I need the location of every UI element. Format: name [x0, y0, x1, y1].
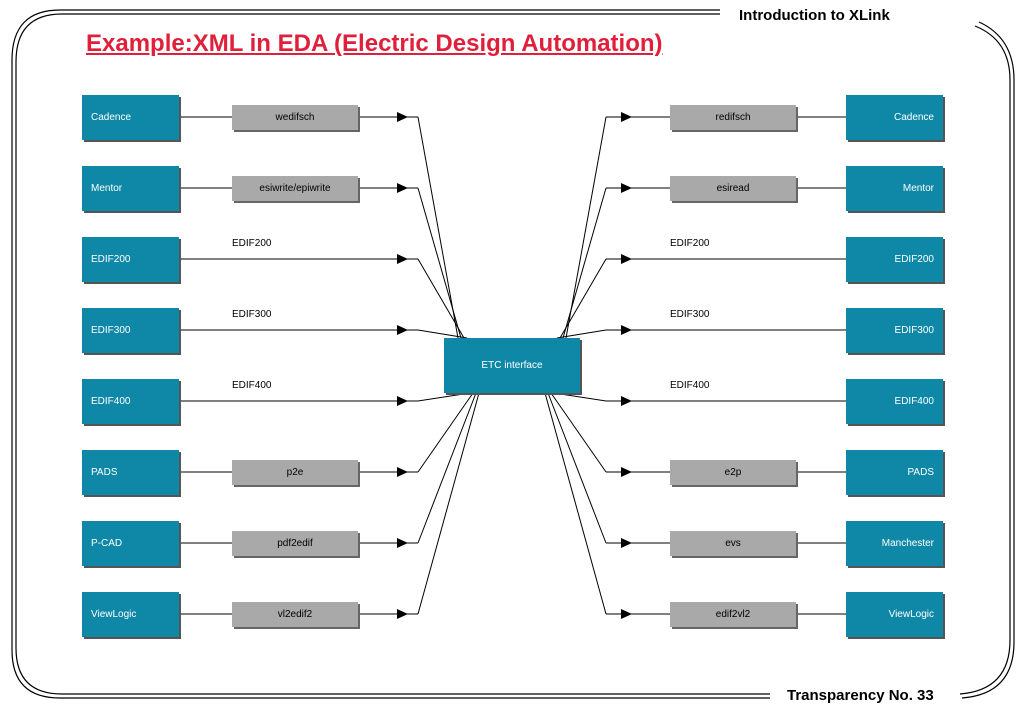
output-tool-pads: PADS	[846, 450, 943, 495]
input-converter-vl2edif2: vl2edif2	[232, 602, 358, 627]
input-converter-p2e: p2e	[232, 460, 358, 485]
output-arrowhead	[621, 396, 632, 406]
output-tool-mentor: Mentor	[846, 166, 943, 211]
input-edge-label-edif200: EDIF200	[232, 238, 272, 249]
input-arrowhead	[397, 396, 408, 406]
input-edge-label-edif400: EDIF400	[232, 380, 272, 391]
output-converter-redifsch: redifsch	[670, 105, 796, 130]
input-fan-line	[417, 392, 474, 473]
input-arrowhead	[397, 467, 408, 477]
output-fan-line	[547, 392, 607, 544]
output-tool-viewlogic: ViewLogic	[846, 592, 943, 637]
output-converter-esiread: esiread	[670, 176, 796, 201]
input-arrowhead	[397, 538, 408, 548]
input-tool-edif400: EDIF400	[82, 379, 179, 424]
output-fan-line	[550, 392, 607, 473]
input-arrowhead	[397, 254, 408, 264]
input-fan-line	[417, 392, 471, 402]
input-converter-esiwrite: esiwrite/epiwrite	[232, 176, 358, 201]
output-fan-line	[565, 116, 607, 339]
input-fan-line	[417, 116, 459, 339]
output-arrowhead	[621, 183, 632, 193]
input-fan-line	[417, 258, 465, 339]
input-tool-pads: PADS	[82, 450, 179, 495]
output-converter-e2p: e2p	[670, 460, 796, 485]
output-edge-label-edif300: EDIF300	[670, 309, 710, 320]
output-arrowhead	[621, 609, 632, 619]
output-fan-line	[556, 329, 607, 339]
output-arrowhead	[621, 467, 632, 477]
input-converter-pdf2edif: pdf2edif	[232, 531, 358, 556]
output-arrowhead	[621, 538, 632, 548]
input-arrowhead	[397, 183, 408, 193]
output-arrowhead	[621, 254, 632, 264]
input-tool-mentor: Mentor	[82, 166, 179, 211]
input-tool-pcad: P-CAD	[82, 521, 179, 566]
output-fan-line	[553, 392, 607, 402]
output-arrowhead	[621, 325, 632, 335]
input-fan-line	[417, 329, 468, 339]
input-arrowhead	[397, 325, 408, 335]
output-tool-cadence: Cadence	[846, 95, 943, 140]
output-tool-manchester: Manchester	[846, 521, 943, 566]
output-converter-edif2vl2: edif2vl2	[670, 602, 796, 627]
input-fan-line	[417, 392, 480, 615]
etc-interface-box: ETC interface	[444, 338, 580, 393]
input-fan-line	[417, 187, 462, 339]
input-converter-wedifsch: wedifsch	[232, 105, 358, 130]
page-label: Transparency No. 33	[785, 687, 936, 704]
output-arrowhead	[621, 112, 632, 122]
output-tool-edif200: EDIF200	[846, 237, 943, 282]
input-tool-viewlogic: ViewLogic	[82, 592, 179, 637]
output-tool-edif400: EDIF400	[846, 379, 943, 424]
output-edge-label-edif200: EDIF200	[670, 238, 710, 249]
input-tool-edif200: EDIF200	[82, 237, 179, 282]
connector-lines	[179, 112, 846, 619]
input-fan-line	[417, 392, 477, 544]
input-arrowhead	[397, 609, 408, 619]
input-edge-label-edif300: EDIF300	[232, 309, 272, 320]
slide-title: Example:XML in EDA (Electric Design Auto…	[86, 30, 663, 57]
input-tool-cadence: Cadence	[82, 95, 179, 140]
output-fan-line	[559, 258, 607, 339]
output-fan-line	[544, 392, 607, 615]
course-title: Introduction to XLink	[737, 7, 892, 24]
input-arrowhead	[397, 112, 408, 122]
output-fan-line	[562, 187, 607, 339]
output-converter-evs: evs	[670, 531, 796, 556]
input-tool-edif300: EDIF300	[82, 308, 179, 353]
output-tool-edif300: EDIF300	[846, 308, 943, 353]
output-edge-label-edif400: EDIF400	[670, 380, 710, 391]
